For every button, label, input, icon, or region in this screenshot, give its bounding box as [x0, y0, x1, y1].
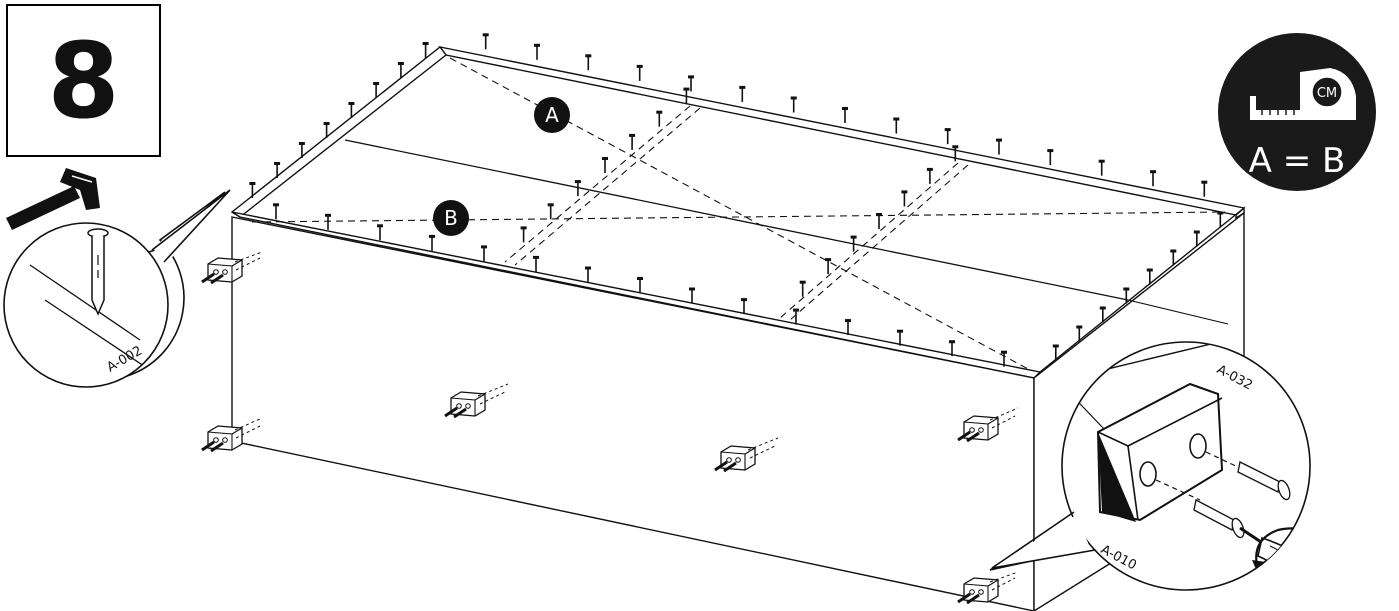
nail-marker: [926, 167, 934, 185]
hammer-icon: [6, 168, 100, 230]
nail-marker: [943, 127, 952, 145]
nail-marker: [1149, 169, 1157, 187]
nail-marker: [272, 202, 280, 221]
label-a-marker: A: [534, 97, 570, 133]
nail-marker: [546, 202, 555, 221]
step-number-box: 8: [6, 4, 161, 157]
label-b-marker: B: [433, 200, 469, 236]
nail-marker: [481, 32, 490, 51]
nail-marker: [844, 318, 852, 336]
nail-marker: [900, 189, 909, 208]
nail-marker: [738, 85, 747, 103]
nail-marker: [740, 297, 748, 315]
nail-marker: [376, 223, 384, 242]
support-block-detail: [1096, 382, 1224, 522]
svg-text:A: A: [545, 103, 559, 127]
nail-marker: [1046, 148, 1055, 166]
tape-measure-icon: CM: [1250, 68, 1356, 120]
measure-equation: A = B: [1249, 141, 1346, 181]
nail-marker: [532, 255, 540, 273]
nail-marker: [635, 64, 644, 82]
svg-text:B: B: [444, 206, 458, 230]
nail-marker: [324, 213, 332, 231]
nail-marker: [841, 106, 849, 124]
nail-marker: [584, 53, 593, 72]
step-number: 8: [47, 19, 120, 142]
screw-icon: [1193, 461, 1291, 539]
nail-marker: [875, 212, 883, 230]
nail-marker: [824, 257, 832, 275]
nail-marker: [421, 41, 430, 59]
nail-marker: [584, 265, 592, 284]
nail-icon: [87, 228, 109, 316]
nail-marker: [601, 156, 609, 174]
measure-badge: CM A = B: [1218, 33, 1376, 191]
nail-marker: [533, 42, 541, 61]
nail-marker: [892, 116, 901, 135]
nail-marker: [480, 244, 488, 263]
nail-marker: [688, 286, 696, 305]
nail-marker: [1097, 158, 1106, 177]
nail-marker: [636, 276, 644, 294]
nail-detail-callout: A-002: [3, 168, 231, 388]
nail-marker: [655, 109, 664, 128]
nail-marker: [995, 137, 1003, 156]
nail-marker: [1200, 179, 1209, 198]
nail-marker: [428, 234, 436, 252]
nail-marker: [628, 133, 636, 151]
nail-marker: [798, 279, 807, 298]
nail-marker: [519, 225, 528, 244]
screw-detail-callout: A-032 A-010: [989, 341, 1311, 591]
svg-text:CM: CM: [1317, 86, 1337, 101]
nail-marker: [789, 95, 798, 114]
